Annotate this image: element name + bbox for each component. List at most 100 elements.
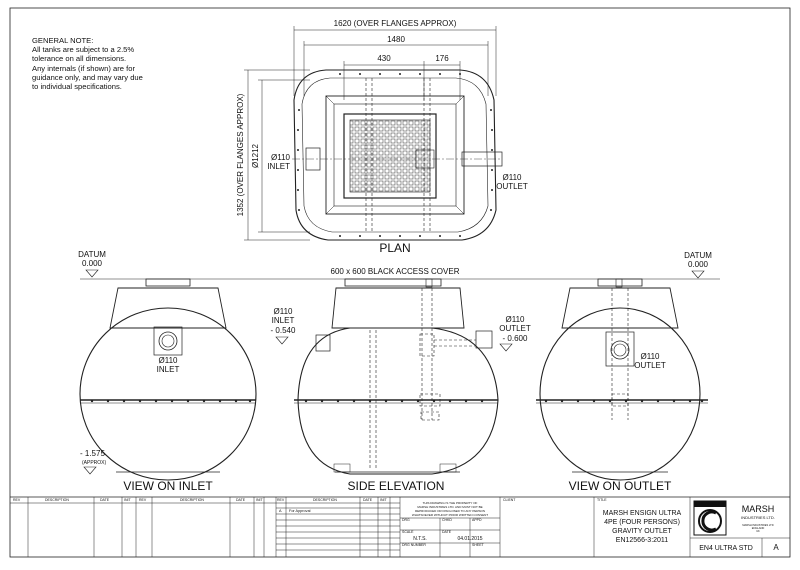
outlet-view-internals bbox=[611, 288, 629, 420]
svg-text:REV: REV bbox=[277, 498, 285, 502]
drawing-title-line3: GRAVITY OUTLET bbox=[612, 528, 672, 535]
plan-inlet-size: Ø110 bbox=[271, 153, 291, 162]
invert-level: - 1.575 bbox=[80, 449, 105, 458]
revision-note: For Approval bbox=[289, 509, 311, 513]
side-outlet-marker bbox=[499, 343, 513, 352]
svg-text:REV: REV bbox=[139, 498, 147, 502]
general-note-line: tolerance on all dimensions. bbox=[32, 54, 127, 64]
logo-wordmark: MARSH bbox=[701, 502, 720, 508]
view-on-outlet bbox=[536, 278, 708, 481]
plan-dimensions bbox=[244, 26, 497, 241]
datum-right-marker bbox=[691, 270, 705, 279]
side-outlet-size: Ø110 bbox=[506, 315, 526, 324]
drawing-title-line4: EN12566-3:2011 bbox=[616, 537, 669, 544]
datum-left-label: DATUM bbox=[78, 250, 106, 259]
view-on-inlet-title: VIEW ON INLET bbox=[123, 479, 213, 493]
outlet-view-label: OUTLET bbox=[634, 361, 666, 370]
svg-text:THIS DRAWING IS THE PROPERTY O: THIS DRAWING IS THE PROPERTY OF bbox=[423, 501, 478, 505]
side-inlet-level: - 0.540 bbox=[271, 326, 296, 335]
drawing-title-line1: MARSH ENSIGN ULTRA bbox=[603, 510, 682, 517]
general-note-title: GENERAL NOTE: bbox=[32, 36, 94, 45]
general-note-line: to individual specifications. bbox=[32, 82, 122, 92]
plan-view bbox=[292, 69, 503, 241]
side-outlet-level: - 0.600 bbox=[503, 334, 528, 343]
dim-176: 176 bbox=[435, 54, 449, 63]
svg-text:DRG NUMBER: DRG NUMBER bbox=[402, 543, 426, 547]
access-cover-grate bbox=[349, 119, 431, 193]
side-inlet-label: INLET bbox=[272, 316, 295, 325]
inlet-view-label: INLET bbox=[157, 365, 180, 374]
svg-text:CHKD: CHKD bbox=[442, 518, 452, 522]
outlet-view-flange-bolts bbox=[544, 399, 704, 403]
dim-side-flanges: 1352 (OVER FLANGES APPROX) bbox=[236, 93, 245, 216]
dim-overall-flanges: 1620 (OVER FLANGES APPROX) bbox=[334, 19, 457, 28]
svg-text:INIT: INIT bbox=[380, 498, 387, 502]
svg-text:DESCRIPTION: DESCRIPTION bbox=[180, 498, 204, 502]
svg-text:REPRODUCED OR DISCLOSED TO ANY: REPRODUCED OR DISCLOSED TO ANY PERSON bbox=[415, 509, 485, 513]
side-inlet-size: Ø110 bbox=[274, 307, 294, 316]
access-cover-plan bbox=[343, 113, 437, 199]
drawing-title-line2: 4PE (FOUR PERSONS) bbox=[604, 519, 680, 526]
side-inlet-marker bbox=[275, 336, 289, 345]
svg-text:MARSH INDUSTRIES LTD. AND MUST: MARSH INDUSTRIES LTD. AND MUST NOT BE bbox=[417, 505, 482, 509]
svg-text:DESCRIPTION: DESCRIPTION bbox=[313, 498, 337, 502]
svg-text:INIT: INIT bbox=[256, 498, 263, 502]
invert-marker bbox=[83, 466, 97, 475]
plan-outlet-label: OUTLET bbox=[496, 182, 528, 191]
general-note-line: guidance only, and may vary due bbox=[32, 72, 143, 82]
svg-text:DESCRIPTION: DESCRIPTION bbox=[45, 498, 69, 502]
svg-text:DATE: DATE bbox=[442, 530, 452, 534]
revision-value: A bbox=[773, 543, 779, 552]
svg-text:CLIENT: CLIENT bbox=[503, 498, 516, 502]
company-suffix: INDUSTRIES LTD. bbox=[741, 515, 775, 520]
svg-text:DATE: DATE bbox=[236, 498, 246, 502]
access-cover-label: 600 x 600 BLACK ACCESS COVER bbox=[331, 267, 460, 276]
inlet-view-size: Ø110 bbox=[159, 356, 179, 365]
svg-text:SHEET: SHEET bbox=[472, 543, 485, 547]
view-on-outlet-title: VIEW ON OUTLET bbox=[569, 479, 672, 493]
svg-text:DATE: DATE bbox=[100, 498, 110, 502]
dim-inner-diameter: Ø1212 bbox=[251, 143, 260, 168]
svg-text:SCALE: SCALE bbox=[402, 530, 414, 534]
svg-text:DRG: DRG bbox=[402, 518, 410, 522]
side-flange-bolts bbox=[304, 399, 484, 403]
revision-letter: A bbox=[279, 509, 282, 513]
general-note-line: All tanks are subject to a 2.5% bbox=[32, 45, 135, 55]
copyright-note: THIS DRAWING IS THE PROPERTY OF MARSH IN… bbox=[412, 501, 488, 517]
side-elevation bbox=[294, 278, 499, 475]
title-block-headers: REV DESCRIPTION DATE INIT REV DESCRIPTION DA… bbox=[13, 498, 607, 547]
marsh-logo: MARSH bbox=[693, 500, 727, 536]
svg-text:TITLE: TITLE bbox=[597, 498, 607, 502]
side-internals bbox=[369, 288, 476, 470]
datum-right-label: DATUM bbox=[684, 251, 712, 260]
side-outlet-label: OUTLET bbox=[499, 324, 531, 333]
svg-text:REV: REV bbox=[13, 498, 21, 502]
svg-text:ENGLAND: ENGLAND bbox=[752, 526, 765, 530]
inlet-view-flange-bolts bbox=[90, 399, 252, 403]
scale-value: N.T.S. bbox=[413, 536, 427, 542]
company-name: MARSH bbox=[742, 504, 775, 514]
drawing-number: EN4 ULTRA STD bbox=[699, 545, 753, 552]
datum-left-marker bbox=[85, 269, 99, 278]
plan-inlet-label: INLET bbox=[267, 162, 290, 171]
dim-width: 1480 bbox=[387, 35, 405, 44]
svg-text:INIT: INIT bbox=[124, 498, 131, 502]
svg-text:UK: UK bbox=[756, 529, 760, 533]
plan-outlet-size: Ø110 bbox=[503, 173, 523, 182]
company-address: MARSH INDUSTRIES LTD ENGLAND UK bbox=[742, 523, 773, 533]
invert-approx: (APPROX) bbox=[82, 460, 107, 466]
outlet-view-size: Ø110 bbox=[641, 352, 661, 361]
general-note-line: Any internals (if shown) are for bbox=[32, 63, 135, 73]
view-on-inlet bbox=[79, 278, 257, 481]
date-value: 04.01.2015 bbox=[457, 536, 482, 542]
plan-title: PLAN bbox=[379, 241, 410, 255]
svg-text:WHATSOEVER WITHOUT PRIOR WRITT: WHATSOEVER WITHOUT PRIOR WRITTEN CONSENT bbox=[412, 513, 488, 517]
svg-text:APPD: APPD bbox=[472, 518, 482, 522]
title-block bbox=[10, 496, 790, 557]
dim-430: 430 bbox=[377, 54, 391, 63]
svg-text:DATE: DATE bbox=[363, 498, 373, 502]
plan-internals bbox=[365, 78, 431, 232]
datum-left-value: 0.000 bbox=[82, 259, 103, 268]
svg-text:MARSH INDUSTRIES LTD: MARSH INDUSTRIES LTD bbox=[742, 523, 773, 527]
